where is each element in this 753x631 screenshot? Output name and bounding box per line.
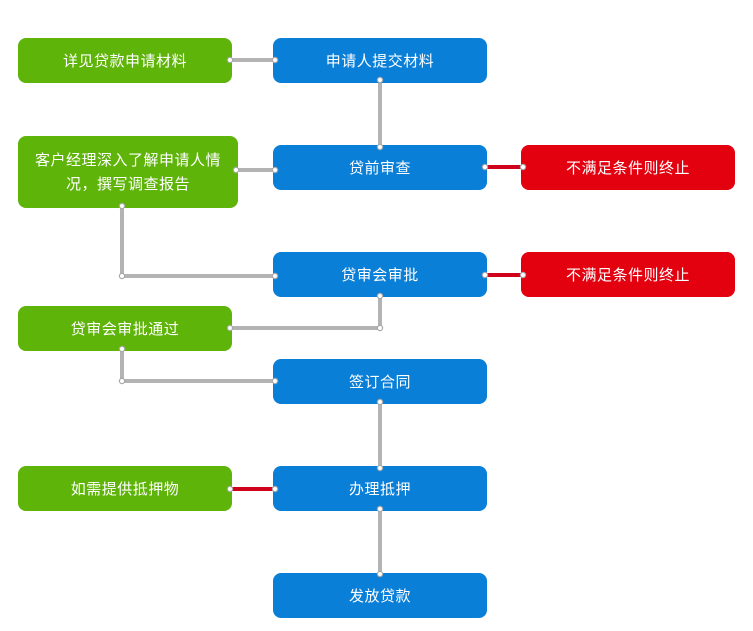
step-committee-approval: 贷审会审批 bbox=[273, 252, 487, 297]
step-pre-loan-review: 贷前审查 bbox=[273, 145, 487, 190]
step-label: 办理抵押 bbox=[348, 479, 411, 498]
endpoint-dot bbox=[376, 464, 384, 472]
endpoint-dot bbox=[118, 345, 126, 353]
note-collateral-required: 如需提供抵押物 bbox=[18, 466, 232, 511]
terminate-after-pre-review: 不满足条件则终止 bbox=[521, 145, 735, 190]
step-label: 发放贷款 bbox=[348, 586, 411, 605]
endpoint-dot bbox=[481, 271, 489, 279]
note-label: 客户经理深入了解申请人情况，撰写调查报告 bbox=[34, 151, 221, 193]
step-label: 申请人提交材料 bbox=[325, 51, 435, 70]
note-label: 详见贷款申请材料 bbox=[62, 51, 187, 70]
endpoint-dot bbox=[271, 56, 279, 64]
step-disburse-loan: 发放贷款 bbox=[273, 573, 487, 618]
endpoint-dot bbox=[271, 272, 279, 280]
endpoint-dot bbox=[376, 398, 384, 406]
endpoint-dot bbox=[376, 570, 384, 578]
endpoint-dot bbox=[226, 485, 234, 493]
note-label: 贷审会审批通过 bbox=[70, 319, 180, 338]
endpoint-dot bbox=[118, 202, 126, 210]
step-label: 签订合同 bbox=[348, 372, 411, 391]
endpoint-dot bbox=[376, 76, 384, 84]
step-label: 贷审会审批 bbox=[341, 265, 419, 284]
note-loan-materials: 详见贷款申请材料 bbox=[18, 38, 232, 83]
endpoint-dot bbox=[232, 166, 240, 174]
step-handle-mortgage: 办理抵押 bbox=[273, 466, 487, 511]
endpoint-dot bbox=[118, 272, 126, 280]
terminate-label: 不满足条件则终止 bbox=[565, 158, 690, 177]
note-manager-investigation: 客户经理深入了解申请人情况，撰写调查报告 bbox=[18, 136, 238, 208]
endpoint-dot bbox=[376, 292, 384, 300]
endpoint-dot bbox=[226, 56, 234, 64]
endpoint-dot bbox=[271, 485, 279, 493]
endpoint-dot bbox=[118, 377, 126, 385]
step-submit-materials: 申请人提交材料 bbox=[273, 38, 487, 83]
endpoint-dot bbox=[271, 166, 279, 174]
step-sign-contract: 签订合同 bbox=[273, 359, 487, 404]
endpoint-dot bbox=[519, 163, 527, 171]
note-committee-approved: 贷审会审批通过 bbox=[18, 306, 232, 351]
terminate-label: 不满足条件则终止 bbox=[565, 265, 690, 284]
endpoint-dot bbox=[226, 324, 234, 332]
endpoint-dot bbox=[376, 324, 384, 332]
endpoint-dot bbox=[519, 271, 527, 279]
endpoint-dot bbox=[376, 505, 384, 513]
endpoint-dot bbox=[376, 143, 384, 151]
endpoint-dot bbox=[271, 377, 279, 385]
step-label: 贷前审查 bbox=[348, 158, 411, 177]
terminate-after-committee: 不满足条件则终止 bbox=[521, 252, 735, 297]
endpoint-dot bbox=[481, 163, 489, 171]
note-label: 如需提供抵押物 bbox=[70, 479, 180, 498]
